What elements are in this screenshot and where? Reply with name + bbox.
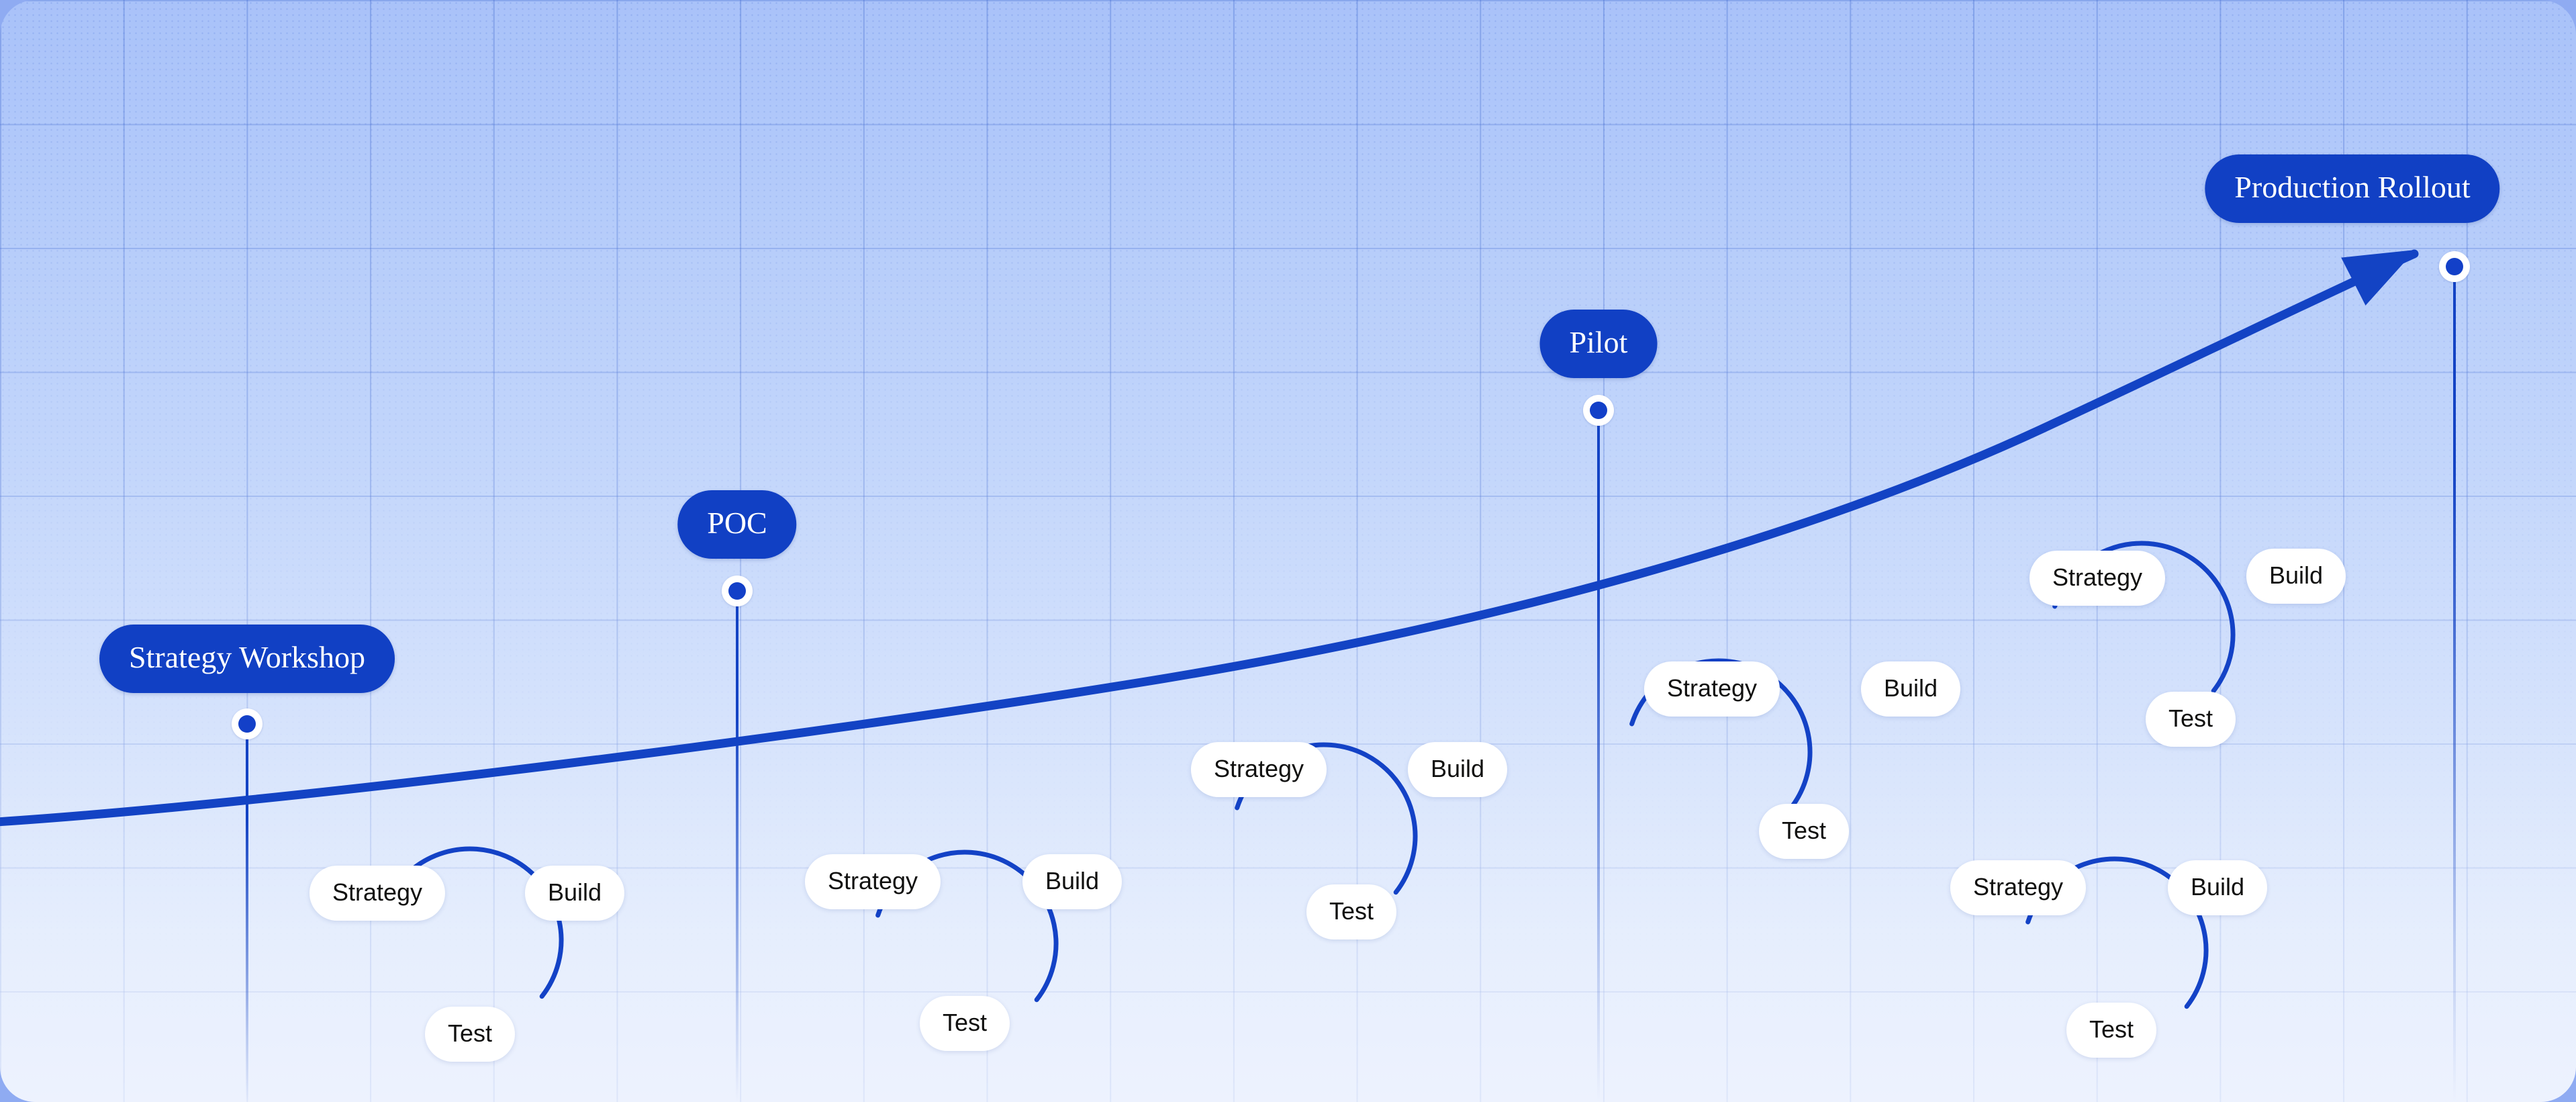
milestone-label-poc[interactable]: POC [677,490,797,559]
cycle-phase-test-cycle-6[interactable]: Test [2066,1003,2157,1058]
cycle-phase-strategy-cycle-2[interactable]: Strategy [804,854,941,909]
cycle-phase-build-cycle-5[interactable]: Build [2246,549,2346,604]
milestone-dot-poc[interactable] [722,576,753,606]
cycle-phase-test-cycle-5[interactable]: Test [2145,692,2236,747]
milestone-dot-core [2446,258,2463,275]
milestone-dot-pilot[interactable] [1583,395,1614,426]
growth-arrow-head [2341,250,2416,306]
milestone-dot-core [238,715,256,733]
cycle-phase-build-cycle-1[interactable]: Build [524,866,625,921]
cycle-phase-strategy-cycle-4[interactable]: Strategy [1643,661,1780,717]
milestone-stem-production-rollout [2453,282,2456,1102]
cycle-phase-test-cycle-3[interactable]: Test [1306,884,1397,939]
cycle-phase-strategy-cycle-6[interactable]: Strategy [1950,860,2087,915]
growth-arrow-line [0,249,2419,827]
cycle-phase-build-cycle-3[interactable]: Build [1407,742,1508,797]
milestone-stem-poc [736,606,738,1102]
milestone-stem-strategy-workshop [246,739,248,1102]
milestone-label-strategy-workshop[interactable]: Strategy Workshop [99,625,395,693]
milestone-dot-core [728,582,746,600]
milestone-label-production-rollout[interactable]: Production Rollout [2205,154,2500,223]
cycle-phase-test-cycle-1[interactable]: Test [424,1007,516,1062]
milestone-dot-strategy-workshop[interactable] [232,708,263,739]
cycle-phase-strategy-cycle-3[interactable]: Strategy [1190,742,1327,797]
milestone-dot-core [1590,402,1607,419]
milestone-label-pilot[interactable]: Pilot [1539,310,1658,378]
milestone-dot-production-rollout[interactable] [2439,251,2470,282]
cycle-phase-build-cycle-2[interactable]: Build [1022,854,1123,909]
cycle-phase-test-cycle-4[interactable]: Test [1758,804,1850,859]
cycle-phase-strategy-cycle-1[interactable]: Strategy [309,866,446,921]
milestone-stem-pilot [1597,426,1600,1102]
cycle-phase-build-cycle-4[interactable]: Build [1860,661,1961,717]
cycle-phase-strategy-cycle-5[interactable]: Strategy [2029,551,2166,606]
cycle-phase-build-cycle-6[interactable]: Build [2167,860,2268,915]
trend-arrow-group [0,249,2419,827]
cycle-phase-test-cycle-2[interactable]: Test [919,996,1010,1051]
